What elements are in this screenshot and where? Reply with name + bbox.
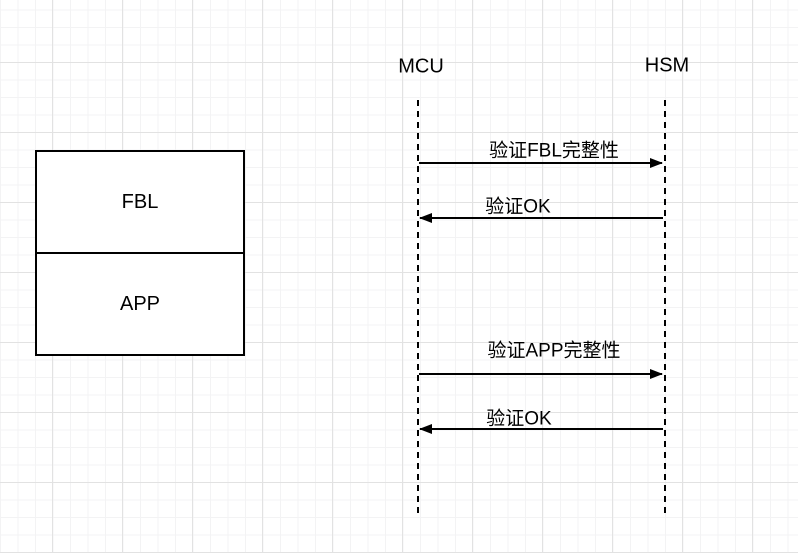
memory-layout-box[interactable]: FBL APP (35, 150, 245, 356)
fbl-label: FBL (121, 190, 159, 213)
app-cell[interactable]: APP (37, 254, 243, 354)
message-label-verify-app[interactable]: 验证APP完整性 (487, 340, 621, 362)
app-label: APP (119, 292, 161, 315)
message-label-verify-fbl[interactable]: 验证FBL完整性 (489, 140, 619, 162)
fbl-cell[interactable]: FBL (37, 152, 243, 254)
message-label-verify-ok-2[interactable]: 验证OK (486, 408, 552, 430)
actor-mcu-label[interactable]: MCU (398, 55, 444, 78)
message-label-verify-ok-1[interactable]: 验证OK (485, 196, 551, 218)
actor-hsm-label[interactable]: HSM (644, 54, 690, 77)
